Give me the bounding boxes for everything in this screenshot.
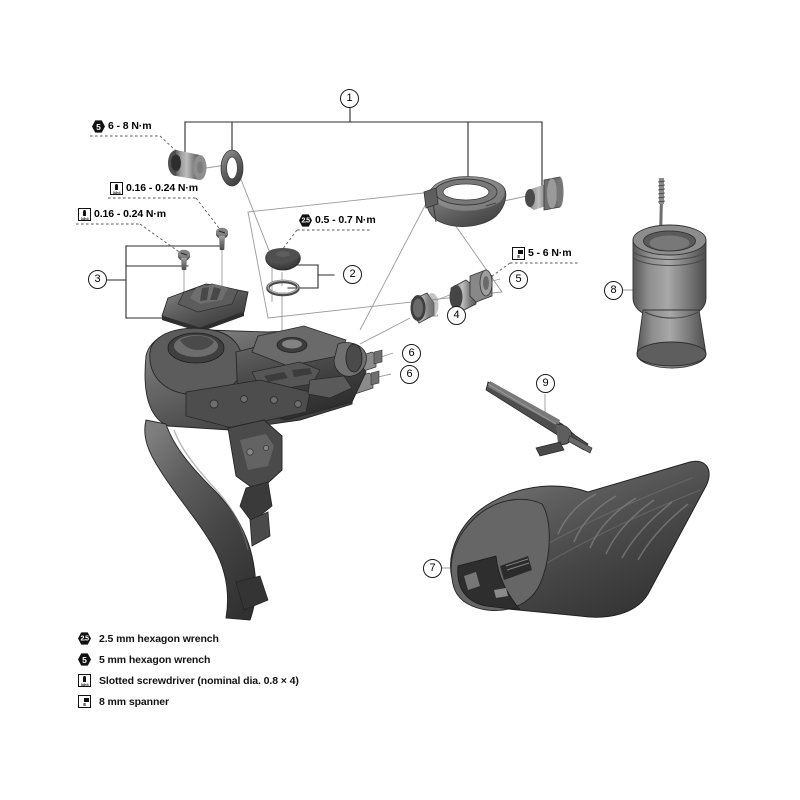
part-clamp-band [423, 176, 507, 227]
hexagon-wrench-icon: 2.5 [78, 632, 91, 645]
torque-value: 0.16 - 0.24 N·m [94, 208, 167, 221]
callout-number: 3 [94, 273, 101, 285]
tool-legend: 2.5 2.5 mm hexagon wrench 5 5 mm hexagon… [78, 628, 498, 712]
callout-balloon-9[interactable]: 9 [536, 374, 555, 393]
legend-label: 2.5 mm hexagon wrench [99, 632, 219, 645]
legend-item-screwdriver: 0.8×4 Slotted screwdriver (nominal dia. … [78, 670, 498, 691]
bracket-group-1 [184, 99, 543, 187]
legend-label: 8 mm spanner [99, 695, 169, 708]
callout-balloon-3[interactable]: 3 [88, 270, 107, 289]
callout-balloon-7[interactable]: 7 [423, 559, 442, 578]
part-o-ring [266, 279, 300, 297]
legend-item-spanner: 8 8 mm spanner [78, 691, 498, 712]
spanner-icon: 8 [512, 247, 525, 260]
callout-number: 5 [515, 273, 522, 285]
slotted-screwdriver-icon: 0.8×4 [78, 674, 91, 687]
torque-value: 6 - 8 N·m [108, 120, 152, 133]
part-rubber-cap [265, 248, 301, 271]
callout-balloon-4[interactable]: 4 [447, 306, 466, 325]
torque-label-spanner-5-6: 8 5 - 6 N·m [512, 247, 572, 260]
torque-label-25mm-05-07: 2.5 0.5 - 0.7 N·m [299, 214, 376, 227]
slotted-screwdriver-icon: 0.8×4 [78, 208, 91, 221]
callout-balloon-6-lower[interactable]: 6 [400, 365, 419, 384]
part-clamp-bolt-left [168, 150, 207, 180]
part-lever-body [144, 325, 367, 621]
part-connecting-nut [449, 269, 493, 313]
torque-value: 0.16 - 0.24 N·m [126, 182, 199, 195]
hexagon-wrench-icon: 5 [92, 120, 105, 133]
part-spacer-ring [410, 292, 439, 324]
part-bleed-funnel [632, 177, 707, 369]
callout-number: 6 [406, 368, 413, 380]
callout-number: 9 [542, 377, 549, 389]
legend-item-hex-5: 5 5 mm hexagon wrench [78, 649, 498, 670]
callout-number: 8 [610, 284, 617, 296]
part-screw-upper [216, 227, 228, 250]
legend-label: 5 mm hexagon wrench [99, 653, 211, 666]
part-washer-ring [220, 149, 244, 187]
part-bleed-spacer-tool [485, 381, 593, 454]
hexagon-wrench-icon: 2.5 [299, 214, 312, 227]
part-hood-cover [450, 441, 710, 618]
torque-label-5mm-6-8: 5 6 - 8 N·m [92, 120, 152, 133]
callout-balloon-1[interactable]: 1 [340, 89, 359, 108]
spanner-icon: 8 [78, 695, 91, 708]
callout-number: 2 [349, 268, 356, 280]
torque-label-screwdriver-lower: 0.8×4 0.16 - 0.24 N·m [78, 208, 166, 221]
callout-number: 1 [346, 92, 353, 104]
callout-balloon-5[interactable]: 5 [509, 270, 528, 289]
torque-value: 0.5 - 0.7 N·m [315, 214, 376, 227]
part-clamp-bolt-right [525, 176, 564, 211]
hexagon-wrench-icon: 5 [78, 653, 91, 666]
torque-value: 5 - 6 N·m [528, 247, 572, 260]
legend-label: Slotted screwdriver (nominal dia. 0.8 × … [99, 674, 299, 687]
callout-balloon-2[interactable]: 2 [343, 265, 362, 284]
callout-number: 7 [429, 562, 436, 574]
legend-item-hex-25: 2.5 2.5 mm hexagon wrench [78, 628, 498, 649]
part-screw-lower [178, 249, 190, 270]
callout-balloon-6-upper[interactable]: 6 [402, 344, 421, 363]
callout-balloon-8[interactable]: 8 [604, 281, 623, 300]
callout-number: 6 [408, 347, 415, 359]
slotted-screwdriver-icon: 0.8×4 [110, 182, 123, 195]
callout-number: 4 [453, 309, 460, 321]
torque-label-screwdriver-upper: 0.8×4 0.16 - 0.24 N·m [110, 182, 198, 195]
part-bracket-cover [161, 283, 249, 332]
